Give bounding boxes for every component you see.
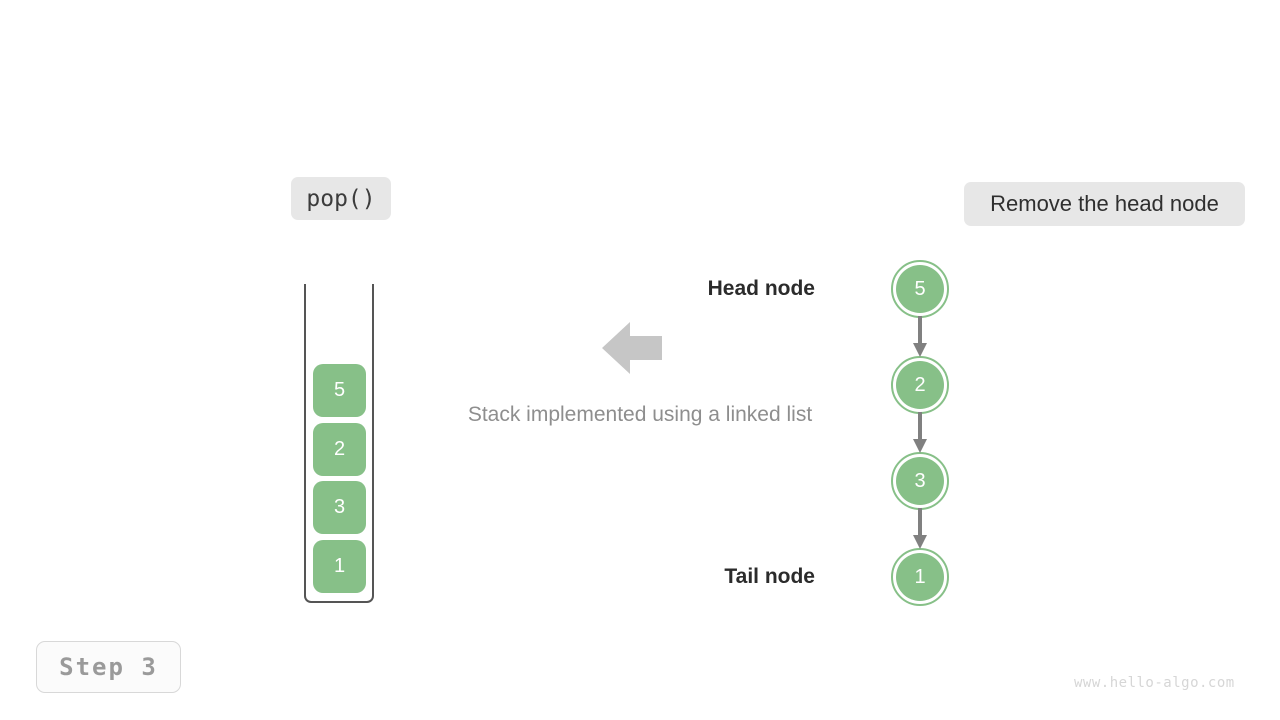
stack-cell: 5 xyxy=(313,364,366,417)
stack-container xyxy=(304,284,374,603)
tail-node-label: Tail node xyxy=(724,565,815,588)
figure-caption: Stack implemented using a linked list xyxy=(467,403,813,426)
head-node-label: Head node xyxy=(707,277,815,300)
node-value: 2 xyxy=(896,361,944,409)
operation-badge: pop() xyxy=(291,177,391,220)
stack-cell: 3 xyxy=(313,481,366,534)
stack-cell: 1 xyxy=(313,540,366,593)
node-value: 3 xyxy=(896,457,944,505)
linked-list-node: 3 xyxy=(891,452,949,510)
link-arrow-icon xyxy=(906,508,934,555)
node-value: 1 xyxy=(896,553,944,601)
linked-list-node: 1 xyxy=(891,548,949,606)
link-arrow-icon xyxy=(906,412,934,459)
link-arrow-icon xyxy=(906,316,934,363)
linked-list-node: 5 xyxy=(891,260,949,318)
stack-cell: 2 xyxy=(313,423,366,476)
watermark: www.hello-algo.com xyxy=(1074,675,1235,691)
linked-list-node: 2 xyxy=(891,356,949,414)
node-value: 5 xyxy=(896,265,944,313)
left-arrow-icon xyxy=(602,320,662,381)
step-badge: Step 3 xyxy=(36,641,181,693)
action-badge: Remove the head node xyxy=(964,182,1245,226)
